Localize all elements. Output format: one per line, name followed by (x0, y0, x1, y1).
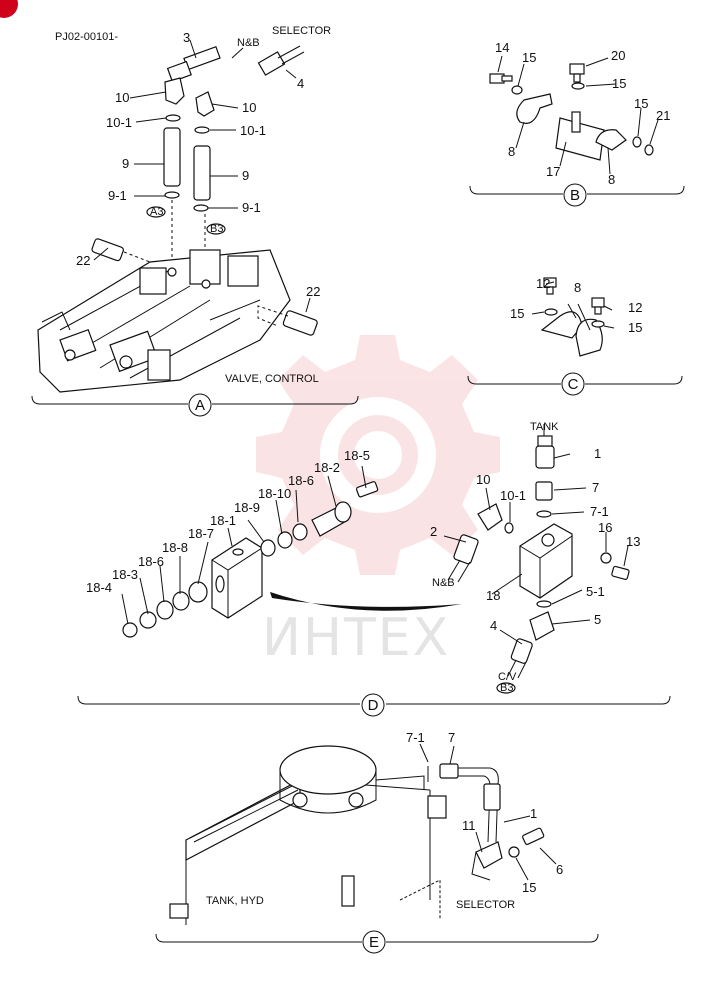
section-c-label: C (568, 376, 579, 393)
callout-d-18-3: 18-3 (112, 567, 138, 582)
callout-a-3: 3 (183, 30, 190, 45)
section-a-nb-text: N&B (237, 37, 260, 49)
section-a-caption: VALVE, CONTROL (225, 373, 319, 385)
callout-b-15-right: 15 (634, 96, 648, 111)
callout-d-4: 4 (490, 618, 497, 633)
section-b-callouts: 14 15 20 15 15 21 8 17 8 (495, 40, 670, 187)
callout-d-16: 16 (598, 520, 612, 535)
section-b: B 14 15 20 15 15 21 8 17 8 (469, 40, 685, 207)
callout-a-9-1-right: 9-1 (242, 200, 261, 215)
callout-b-8-right: 8 (608, 172, 615, 187)
callout-d-18: 18 (486, 588, 500, 603)
watermark-logo (256, 335, 500, 575)
section-a-tag-b3: B3 (210, 223, 223, 235)
section-c: C 12 8 15 12 15 (467, 276, 683, 396)
callout-a-10-left: 10 (115, 90, 129, 105)
callout-d-18-7: 18-7 (188, 526, 214, 541)
callout-d-18-1: 18-1 (210, 513, 236, 528)
callout-a-10-1-left: 10-1 (106, 115, 132, 130)
callout-e-7-1: 7-1 (406, 730, 425, 745)
callout-c-15-left: 15 (510, 306, 524, 321)
callout-b-20: 20 (611, 48, 625, 63)
callout-b-21: 21 (656, 108, 670, 123)
callout-d-10: 10 (476, 472, 490, 487)
callout-d-18-5: 18-5 (344, 448, 370, 463)
hydraulic-tank-illustration (169, 745, 447, 925)
callout-a-9-right: 9 (242, 168, 249, 183)
section-a-label: A (195, 397, 205, 414)
section-d-marker (361, 693, 385, 717)
callout-b-17: 17 (546, 164, 560, 179)
callout-a-22-left: 22 (76, 253, 90, 268)
callout-b-14: 14 (495, 40, 509, 55)
callout-d-18-9: 18-9 (234, 500, 260, 515)
callout-e-6: 6 (556, 862, 563, 877)
section-a: A VALVE, CONTROL N&B SELECTOR A3 B3 (31, 25, 359, 417)
callout-d-7: 7 (592, 480, 599, 495)
callout-d-13: 13 (626, 534, 640, 549)
section-b-marker (563, 183, 587, 207)
watermark-text: ИНТЕХ (262, 608, 450, 668)
callout-b-15-left: 15 (522, 50, 536, 65)
callout-c-15-right: 15 (628, 320, 642, 335)
callout-a-4: 4 (297, 76, 304, 91)
callout-e-11: 11 (462, 818, 476, 833)
section-e-callouts: 7-1 7 1 11 6 15 (406, 730, 563, 895)
callout-d-2: 2 (430, 524, 437, 539)
callout-d-18-6-left: 18-6 (138, 554, 164, 569)
control-valve-illustration (37, 249, 291, 393)
callout-d-18-8: 18-8 (162, 540, 188, 555)
section-e: E TANK, HYD SELECTOR (155, 730, 599, 954)
callout-e-15: 15 (522, 880, 536, 895)
corner-mark (0, 0, 18, 18)
callout-a-10-1-right: 10-1 (240, 123, 266, 138)
tag-a3: A3 (150, 206, 163, 218)
callout-e-7: 7 (448, 730, 455, 745)
callout-c-8: 8 (574, 280, 581, 295)
callout-e-1: 1 (530, 806, 537, 821)
section-d-cv-text: C/V (498, 671, 517, 683)
callout-d-5-1: 5-1 (586, 584, 605, 599)
section-e-label: E (369, 934, 379, 951)
section-b-label: B (570, 187, 580, 204)
section-d: D TANK N&B C/V B3 (77, 421, 671, 717)
callout-c-12-left: 12 (536, 276, 550, 291)
section-d-callouts: 18-5 18-2 18-6 18-10 18-9 18-1 18-7 18-8… (86, 446, 640, 633)
section-a-marker (188, 393, 212, 417)
section-a-selector-text: SELECTOR (272, 25, 331, 37)
section-e-selector-text: SELECTOR (456, 899, 515, 911)
callout-b-15-top: 15 (612, 76, 626, 91)
callout-a-9-left: 9 (122, 156, 129, 171)
callout-d-10-1: 10-1 (500, 488, 526, 503)
callout-b-8-left: 8 (508, 144, 515, 159)
callout-a-22-right: 22 (306, 284, 320, 299)
section-e-marker (362, 930, 386, 954)
section-a-callouts: 3 4 10 10 10-1 10-1 9 9 9-1 9-1 22 22 (76, 30, 320, 299)
callout-d-1: 1 (594, 446, 601, 461)
section-e-tank-text: TANK, HYD (206, 895, 264, 907)
callout-d-18-4: 18-4 (86, 580, 112, 595)
section-c-marker (561, 372, 585, 396)
callout-c-12-right: 12 (628, 300, 642, 315)
assembly-arrow (270, 592, 462, 611)
callout-d-18-10: 18-10 (258, 486, 291, 501)
section-d-tank-text: TANK (530, 421, 559, 433)
callout-d-18-2: 18-2 (314, 460, 340, 475)
callout-a-10-right: 10 (242, 100, 256, 115)
section-d-nb-text: N&B (432, 577, 455, 589)
section-c-callouts: 12 8 15 12 15 (510, 276, 642, 335)
doc-code: PJ02-00101- (55, 31, 118, 43)
section-d-tag-b3: B3 (500, 682, 513, 694)
section-d-label: D (368, 697, 379, 714)
callout-d-18-6-right: 18-6 (288, 473, 314, 488)
callout-a-9-1-left: 9-1 (108, 188, 127, 203)
callout-d-5: 5 (594, 612, 601, 627)
callout-d-7-1: 7-1 (590, 504, 609, 519)
